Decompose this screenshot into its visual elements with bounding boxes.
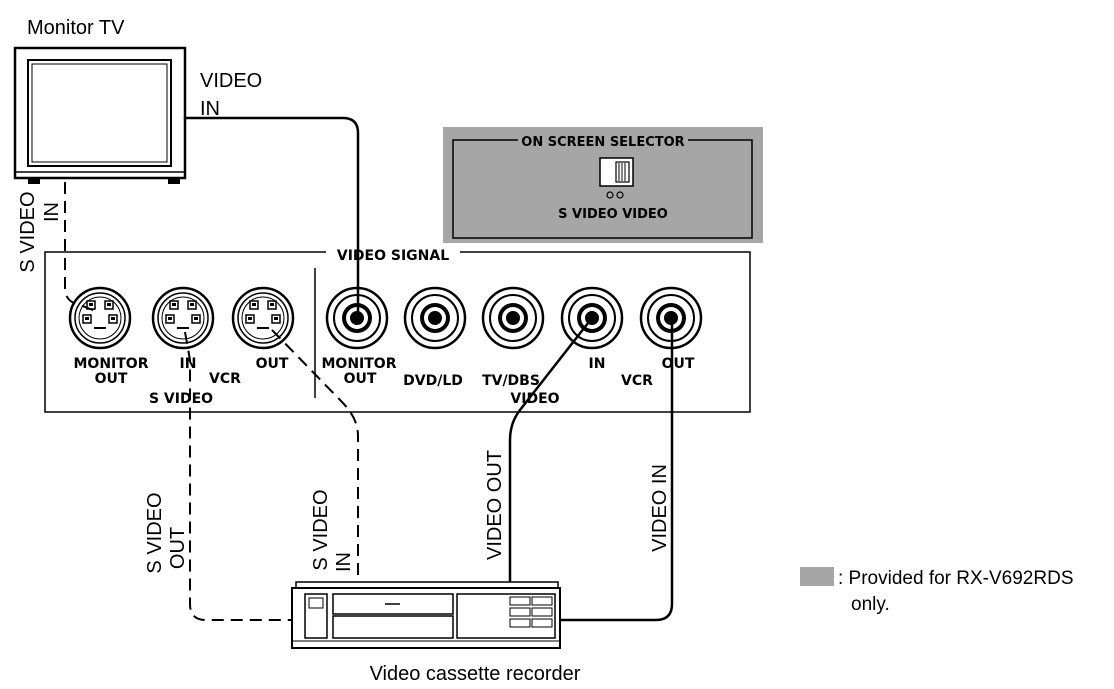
s-video-vcr-in-jack[interactable] (151, 286, 215, 350)
cable-s-video-in-label-1: S VIDEO (310, 489, 332, 570)
video-vcr-in-label: IN (589, 356, 606, 372)
cable-monitor-s-video-in (64, 182, 99, 313)
cable-video-out (508, 316, 594, 587)
legend-text-line2: only. (851, 594, 890, 615)
video-group-label: VIDEO (510, 391, 559, 407)
cable-s-video-out-label-1: S VIDEO (144, 492, 166, 573)
monitor-tv-label: Monitor TV (27, 17, 125, 39)
selector-switch-icon (599, 157, 634, 199)
cable-s-video-out (184, 331, 292, 621)
monitor-s-video-in-label-2: IN (41, 202, 63, 222)
s-video-group-label: S VIDEO (149, 391, 213, 407)
video-tv-dbs-label: TV/DBS (482, 373, 540, 389)
s-video-monitor-out-label-1: MONITOR (74, 356, 149, 372)
monitor-s-video-in-label-1: S VIDEO (17, 191, 39, 272)
cable-monitor-video-in (183, 116, 360, 314)
cable-video-in (558, 316, 674, 622)
cable-s-video-in (271, 329, 359, 585)
s-video-monitor-out-jack[interactable] (68, 286, 132, 350)
video-dvd-ld-label: DVD/LD (403, 373, 463, 389)
video-monitor-out-label-1: MONITOR (322, 356, 397, 372)
video-vcr-out-label: OUT (662, 356, 695, 372)
on-screen-selector: ON SCREEN SELECTOR S VIDEO VIDEO (443, 127, 763, 243)
monitor-video-in-label-2: IN (200, 98, 220, 120)
video-monitor-out-label-2: OUT (344, 371, 377, 387)
cable-video-out-label: VIDEO OUT (484, 450, 506, 560)
legend-swatch (800, 567, 834, 586)
s-video-monitor-out-label-2: OUT (95, 371, 128, 387)
vcr-caption: Video cassette recorder (370, 663, 581, 685)
legend-text-line1: : Provided for RX-V692RDS (838, 568, 1074, 589)
s-video-vcr-out-label: OUT (256, 356, 289, 372)
s-video-vcr-out-jack[interactable] (231, 286, 295, 350)
video-dvd-ld-jack[interactable] (403, 286, 467, 350)
selector-switch-labels: S VIDEO VIDEO (558, 207, 668, 222)
cable-video-in-label: VIDEO IN (649, 464, 671, 552)
s-video-vcr-in-label: IN (180, 356, 197, 372)
cable-s-video-in-label-2: IN (333, 552, 355, 572)
cable-s-video-out-label-2: OUT (167, 527, 189, 569)
monitor-tv (13, 46, 187, 184)
selector-title: ON SCREEN SELECTOR (521, 135, 684, 150)
panel-title: VIDEO SIGNAL (337, 248, 449, 264)
monitor-video-in-label-1: VIDEO (200, 70, 262, 92)
video-vcr-label: VCR (621, 373, 653, 389)
vcr-device (291, 581, 561, 649)
video-tv-dbs-jack[interactable] (481, 286, 545, 350)
s-video-vcr-label: VCR (209, 371, 241, 387)
